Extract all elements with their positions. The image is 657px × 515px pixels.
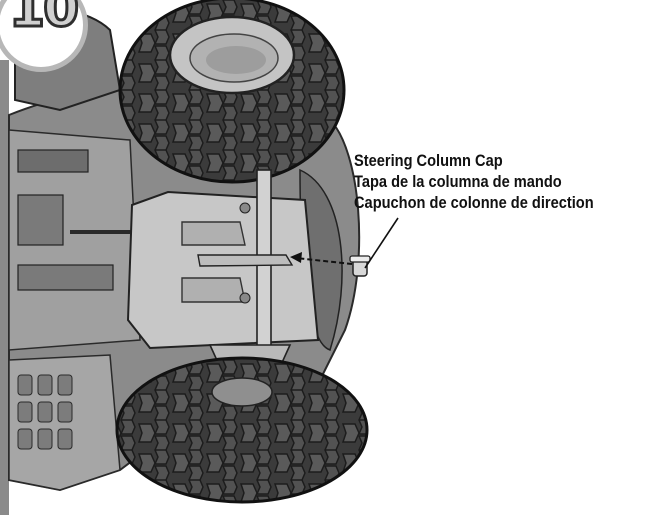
install-arrow bbox=[295, 257, 353, 265]
callout-label: Steering Column Cap Tapa de la columna d… bbox=[354, 150, 654, 213]
arrow-head-icon bbox=[290, 252, 302, 263]
step-number: 10 bbox=[7, 0, 80, 41]
callout-label-english: Steering Column Cap bbox=[354, 151, 503, 170]
callout-label-french: Capuchon de colonne de direction bbox=[354, 193, 594, 212]
mounting-plate bbox=[126, 190, 320, 350]
left-border-bar bbox=[0, 60, 9, 515]
callout-leader-line bbox=[364, 217, 399, 269]
steering-column-cap-part bbox=[349, 255, 371, 277]
callout-label-spanish: Tapa de la columna de mando bbox=[354, 172, 562, 191]
rear-tire bbox=[115, 356, 369, 504]
front-tire bbox=[118, 0, 346, 184]
